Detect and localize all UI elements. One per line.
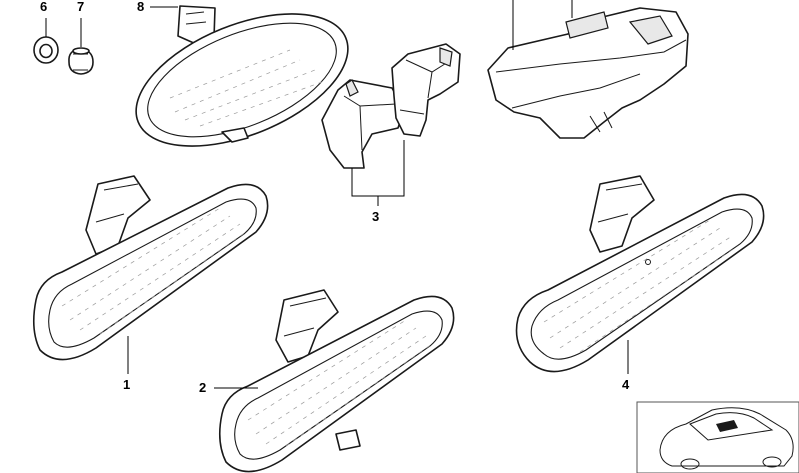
callout-6: 6 [40,0,48,14]
callout-1: 1 [123,377,131,392]
vehicle-locator-thumbnail [636,401,799,473]
washer-ring-part [33,36,59,64]
plug-cap-part [68,47,94,75]
callout-2: 2 [199,380,207,395]
mount-cover-left-part [321,79,405,169]
callout-3: 3 [372,209,380,224]
rear-mirror-1-part [32,175,269,361]
callout-7: 7 [77,0,85,14]
rear-mirror-2-part [218,289,455,473]
housing-cover-part [487,7,689,139]
callout-8: 8 [137,0,145,14]
mount-cover-right-part [391,43,461,137]
callout-4: 4 [622,377,630,392]
rear-mirror-4-part [515,175,765,373]
oval-mirror-part [135,5,349,147]
